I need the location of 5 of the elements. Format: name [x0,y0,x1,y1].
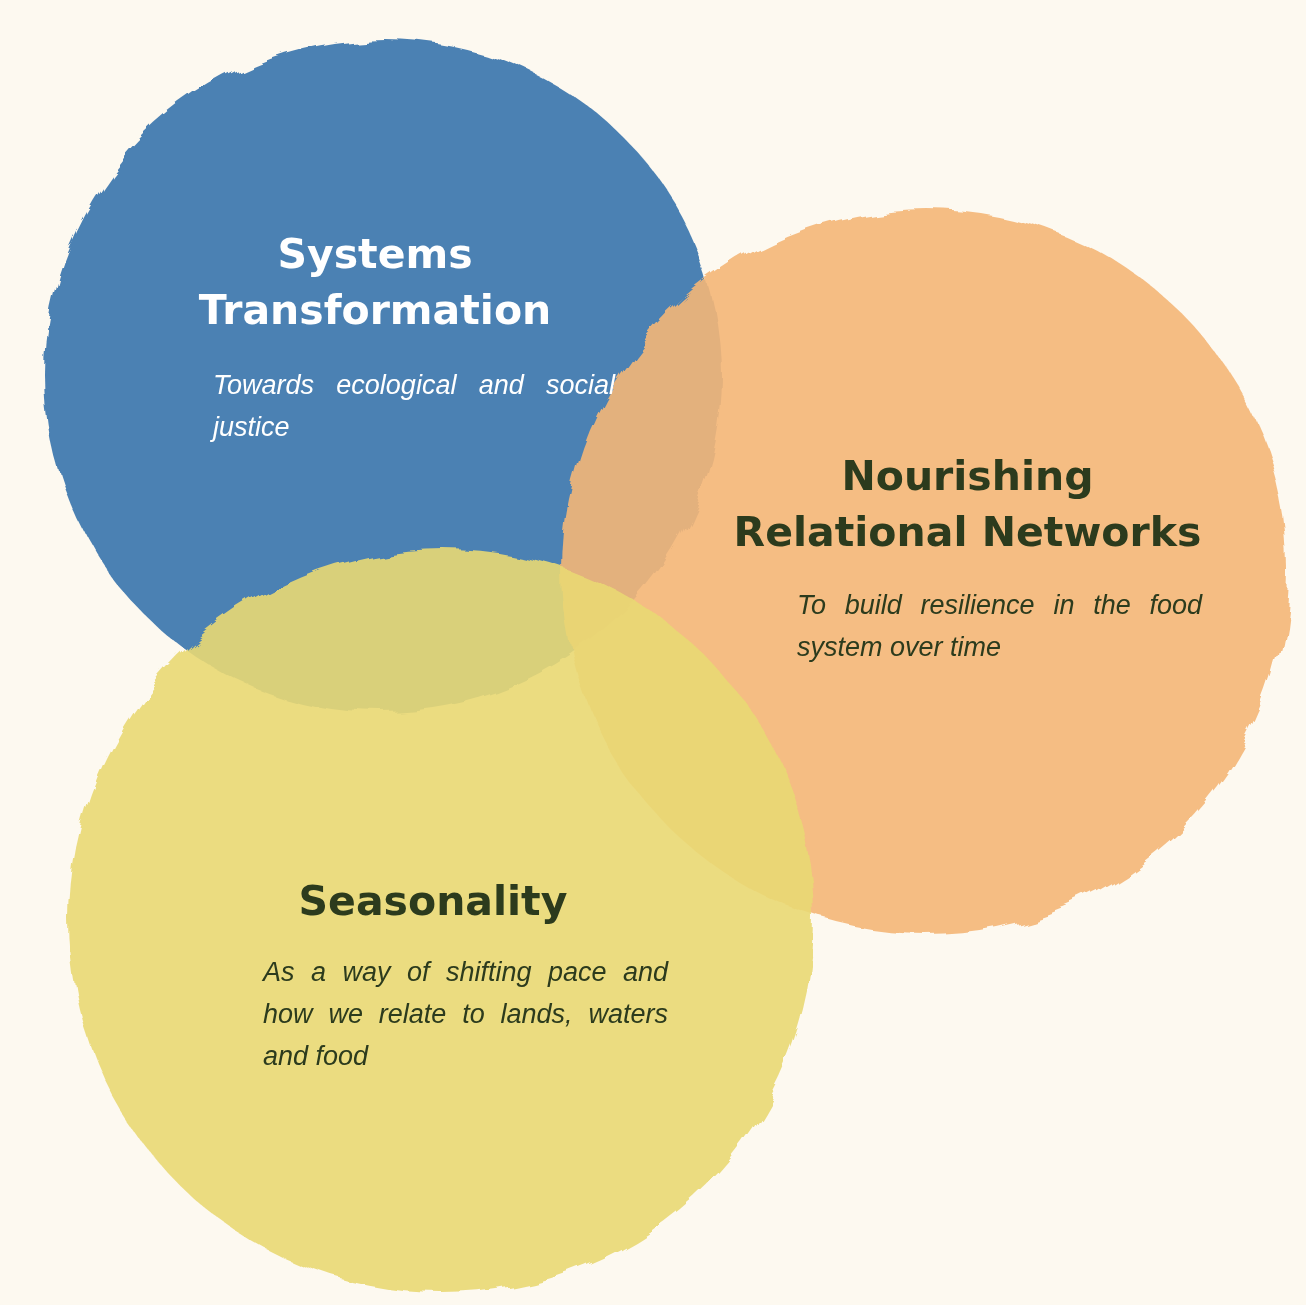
circle-heading: Seasonality [297,876,569,927]
circle-heading: Systems Transformation [197,229,553,336]
circle-description: To build resilience in the food system over time [797,589,1202,664]
circle-heading: Nourishing Relational Networks [732,451,1203,558]
circle-description: As a way of shifting pace and how we relate to lands, waters and food [263,956,668,1073]
